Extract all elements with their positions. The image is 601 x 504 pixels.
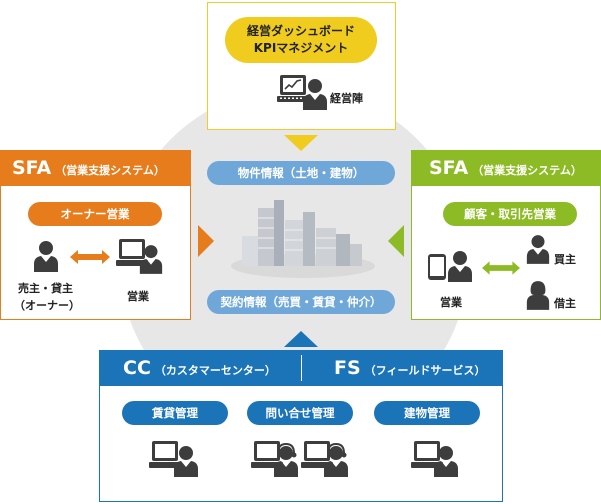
contract-info-pill: 契約情報（売買・賃貸・仲介） bbox=[207, 290, 395, 314]
sfa-right-title: SFA bbox=[429, 157, 469, 179]
operator-headset-person-icon-2 bbox=[324, 443, 348, 477]
sales-person-icon bbox=[139, 245, 163, 274]
cc-title: CC bbox=[123, 357, 151, 379]
dashboard-title-line1: 経営ダッシュボード bbox=[246, 24, 355, 38]
sfa-left-title: SFA bbox=[12, 157, 52, 179]
buyer-person-icon bbox=[526, 235, 550, 264]
operator-laptop-icon-2 bbox=[301, 441, 333, 468]
cc-subtitle: （カスタマーセンター） bbox=[154, 364, 276, 377]
buyer-label: 買主 bbox=[554, 253, 576, 266]
cc-fs-header: CC（カスタマーセンター） FS（フィールドサービス） bbox=[99, 350, 503, 386]
owner-label-line1: 売主・貸主 bbox=[18, 282, 73, 295]
left-sales-label: 営業 bbox=[127, 290, 149, 303]
executive-label: 経営陣 bbox=[330, 92, 363, 105]
borrower-person-icon bbox=[526, 281, 550, 310]
right-sales-person-icon bbox=[448, 251, 472, 282]
left-pointing-arrow-icon bbox=[388, 225, 404, 257]
owner-sales-pill: オーナー営業 bbox=[28, 202, 162, 226]
up-arrow-icon bbox=[284, 331, 318, 347]
sfa-left-header: SFA（営業支援システム） bbox=[0, 150, 191, 186]
rental-person-icon bbox=[174, 446, 198, 477]
right-sales-label: 営業 bbox=[440, 296, 462, 309]
sfa-right-subtitle: （営業支援システム） bbox=[472, 164, 582, 177]
fs-title: FS bbox=[334, 357, 361, 379]
operator-laptop-icon-1 bbox=[251, 441, 283, 468]
executive-laptop-icon bbox=[277, 75, 309, 102]
owner-person-icon bbox=[34, 241, 58, 272]
fs-subtitle: （フィールドサービス） bbox=[364, 364, 486, 377]
building-laptop-icon bbox=[411, 441, 443, 468]
double-arrow-icon bbox=[70, 250, 110, 264]
property-info-pill: 物件情報（土地・建物） bbox=[207, 161, 395, 185]
sales-laptop-icon bbox=[116, 239, 148, 266]
dashboard-title-line2: KPIマネジメント bbox=[253, 41, 349, 55]
management-dashboard-pill: 経営ダッシュボード KPIマネジメント bbox=[225, 17, 377, 63]
right-pointing-arrow-icon bbox=[198, 225, 214, 257]
rental-management-pill: 賃貸管理 bbox=[122, 401, 228, 425]
down-arrow-icon bbox=[284, 135, 318, 151]
sfa-right-header: SFA（営業支援システム） bbox=[411, 150, 601, 186]
customer-sales-pill: 顧客・取引先営業 bbox=[443, 202, 577, 226]
city-buildings-icon bbox=[231, 200, 375, 278]
owner-label-line2: （オーナー） bbox=[14, 299, 80, 312]
building-person-icon bbox=[434, 446, 458, 477]
header-divider bbox=[301, 355, 302, 381]
executive-person-icon bbox=[303, 79, 327, 110]
rental-laptop-icon bbox=[149, 441, 181, 468]
borrower-label: 借主 bbox=[554, 297, 576, 310]
sfa-left-subtitle: （営業支援システム） bbox=[55, 164, 165, 177]
operator-headset-person-icon-1 bbox=[274, 443, 298, 477]
green-double-arrow-icon bbox=[482, 261, 520, 275]
building-management-pill: 建物管理 bbox=[374, 401, 480, 425]
inquiry-management-pill: 問い合せ管理 bbox=[247, 401, 353, 425]
tablet-icon bbox=[428, 254, 446, 280]
